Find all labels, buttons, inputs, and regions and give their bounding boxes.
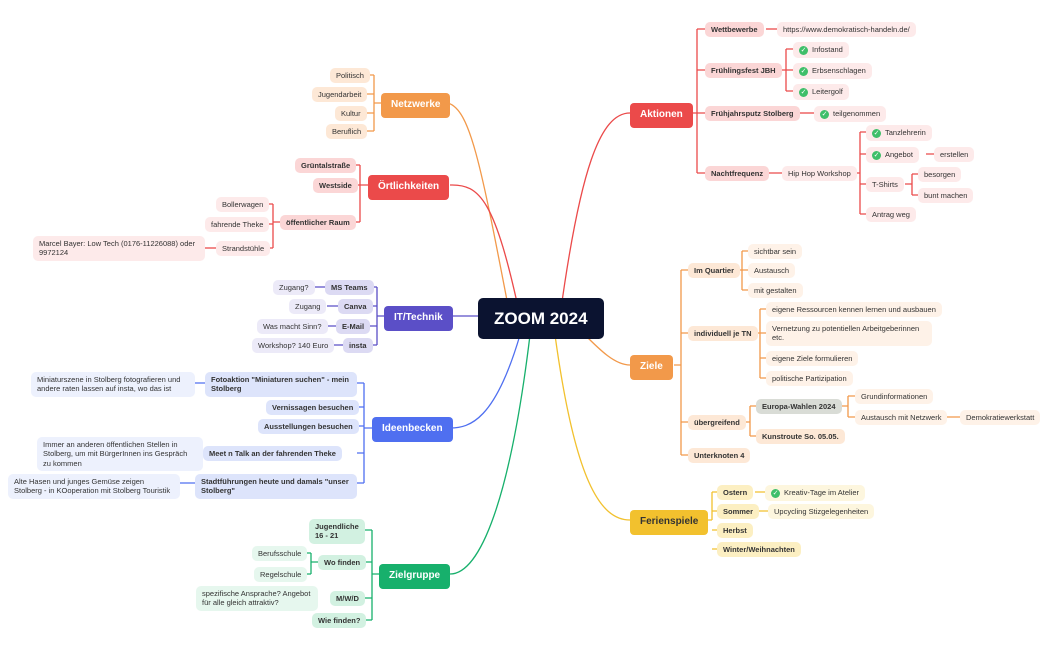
node-winter[interactable]: Winter/Weihnachten	[717, 542, 801, 558]
node-leitergolf[interactable]: ✓ Leitergolf	[793, 84, 849, 100]
node-marcel-bayer[interactable]: Marcel Bayer: Low Tech (0176-11226088) o…	[33, 236, 205, 261]
node-angebot[interactable]: ✓ Angebot	[866, 147, 919, 163]
node-westside[interactable]: Westside	[313, 178, 358, 194]
node-besorgen[interactable]: besorgen	[918, 167, 962, 183]
node-kultur[interactable]: Kultur	[335, 106, 367, 122]
node-ausstellungen[interactable]: Ausstellungen besuchen	[258, 419, 359, 435]
node-herbst[interactable]: Herbst	[717, 523, 753, 539]
node-jugendarbeit[interactable]: Jugendarbeit	[312, 87, 368, 103]
node-ziele[interactable]: Ziele	[630, 355, 673, 380]
check-icon: ✓	[799, 87, 808, 97]
node-erbsenschlagen[interactable]: ✓ Erbsenschlagen	[793, 63, 872, 79]
node-gruentalstrasse[interactable]: Grüntalstraße	[295, 158, 357, 174]
node-eigene-ziele[interactable]: eigene Ziele formulieren	[766, 351, 859, 367]
check-icon: ✓	[872, 128, 881, 138]
node-email[interactable]: E-Mail	[336, 319, 371, 335]
node-tshirts[interactable]: T-Shirts	[866, 177, 904, 193]
node-kreativ-tage[interactable]: ✓ Kreativ-Tage im Atelier	[765, 485, 866, 501]
node-grundinformationen[interactable]: Grundinformationen	[855, 389, 934, 405]
node-erbsenschlagen-label: Erbsenschlagen	[812, 66, 866, 75]
node-infostand[interactable]: ✓ Infostand	[793, 42, 849, 58]
check-icon: ✓	[872, 150, 881, 160]
node-zielgruppe[interactable]: Zielgruppe	[379, 564, 451, 589]
node-wo-finden[interactable]: Wo finden	[318, 555, 367, 571]
node-mit-gestalten[interactable]: mit gestalten	[748, 283, 803, 299]
node-sichtbar-sein[interactable]: sichtbar sein	[748, 244, 803, 260]
node-antrag-weg[interactable]: Antrag weg	[866, 207, 916, 223]
node-austausch-netzwerk[interactable]: Austausch mit Netzwerk	[855, 410, 948, 426]
node-individuell[interactable]: individuell je TN	[688, 326, 758, 342]
node-unterknoten-4[interactable]: Unterknoten 4	[688, 448, 751, 464]
node-ms-teams-note[interactable]: Zugang?	[273, 280, 315, 296]
node-partizipation[interactable]: politische Partizipation	[766, 371, 853, 387]
node-teilgenommen-label: teilgenommen	[833, 109, 881, 118]
node-angebot-label: Angebot	[885, 150, 913, 159]
node-infostand-label: Infostand	[812, 45, 843, 54]
node-bunt-machen[interactable]: bunt machen	[918, 188, 974, 204]
node-stadtfuehrungen[interactable]: Stadtführungen heute und damals "unser S…	[195, 474, 357, 499]
node-stadtfuehrungen-note[interactable]: Alte Hasen und junges Gemüse zeigen Stol…	[8, 474, 180, 499]
node-berufsschule[interactable]: Berufsschule	[252, 546, 308, 562]
node-wettbewerbe-url[interactable]: https://www.demokratisch-handeln.de/	[777, 22, 916, 38]
node-strandstuehle[interactable]: Strandstühle	[216, 241, 271, 257]
node-beruflich[interactable]: Beruflich	[326, 124, 368, 140]
node-canva-note[interactable]: Zugang	[289, 299, 327, 315]
node-europa-wahlen[interactable]: Europa-Wahlen 2024	[756, 399, 842, 415]
node-insta[interactable]: insta	[343, 338, 373, 354]
node-insta-note[interactable]: Workshop? 140 Euro	[252, 338, 335, 354]
node-kunstroute[interactable]: Kunstroute So. 05.05.	[756, 429, 845, 445]
node-meet-note[interactable]: Immer an anderen öffentlichen Stellen in…	[37, 437, 203, 472]
node-upcycling[interactable]: Upcycling Stizgelegenheiten	[768, 504, 875, 520]
node-tanzlehrerin-label: Tanzlehrerin	[885, 128, 926, 137]
node-fahrende-theke[interactable]: fahrende Theke	[205, 217, 270, 233]
node-vernetzung[interactable]: Vernetzung zu potentiellen Arbeitgeberin…	[766, 321, 932, 346]
check-icon: ✓	[820, 109, 829, 119]
node-erstellen[interactable]: erstellen	[934, 147, 975, 163]
node-teilgenommen[interactable]: ✓ teilgenommen	[814, 106, 887, 122]
node-vernissagen[interactable]: Vernissagen besuchen	[266, 400, 360, 416]
node-oeffentlicher-raum[interactable]: öffentlicher Raum	[280, 215, 356, 231]
node-oertlichkeiten[interactable]: Örtlichkeiten	[368, 175, 450, 200]
node-ressourcen[interactable]: eigene Ressourcen kennen lernen und ausb…	[766, 302, 942, 318]
node-tanzlehrerin[interactable]: ✓ Tanzlehrerin	[866, 125, 932, 141]
node-email-note[interactable]: Was macht Sinn?	[257, 319, 328, 335]
node-fotoaktion-note[interactable]: Miniaturszene in Stolberg fotografieren …	[31, 372, 195, 397]
node-wettbewerbe[interactable]: Wettbewerbe	[705, 22, 764, 38]
node-fruehjahrsputz[interactable]: Frühjahrsputz Stolberg	[705, 106, 800, 122]
check-icon: ✓	[799, 66, 808, 76]
node-nachtfrequenz[interactable]: Nachtfrequenz	[705, 166, 770, 182]
node-netzwerke[interactable]: Netzwerke	[381, 93, 451, 118]
node-mwd-note[interactable]: spezifische Ansprache? Angebot für alle …	[196, 586, 318, 611]
node-it-technik[interactable]: IT/Technik	[384, 306, 453, 331]
node-hiphop-workshop[interactable]: Hip Hop Workshop	[782, 166, 857, 182]
node-bollerwagen[interactable]: Bollerwagen	[216, 197, 270, 213]
node-leitergolf-label: Leitergolf	[812, 87, 843, 96]
node-im-quartier[interactable]: Im Quartier	[688, 263, 741, 279]
root-node-title[interactable]: ZOOM 2024	[478, 298, 604, 340]
node-ostern[interactable]: Ostern	[717, 485, 754, 501]
node-austausch[interactable]: Austausch	[748, 263, 796, 279]
node-politisch[interactable]: Politisch	[330, 68, 370, 84]
node-sommer[interactable]: Sommer	[717, 504, 760, 520]
node-jugendliche[interactable]: Jugendliche 16 - 21	[309, 519, 365, 544]
node-ferienspiele[interactable]: Ferienspiele	[630, 510, 709, 535]
node-ms-teams[interactable]: MS Teams	[325, 280, 374, 296]
node-ideenbecken[interactable]: Ideenbecken	[372, 417, 453, 442]
check-icon: ✓	[799, 45, 808, 55]
node-regelschule[interactable]: Regelschule	[254, 567, 308, 583]
node-aktionen[interactable]: Aktionen	[630, 103, 693, 128]
check-icon: ✓	[771, 488, 780, 498]
node-meet-n-talk[interactable]: Meet n Talk an der fahrenden Theke	[203, 446, 342, 462]
node-fotoaktion[interactable]: Fotoaktion "Miniaturen suchen" - mein St…	[205, 372, 357, 397]
node-uebergreifend[interactable]: übergreifend	[688, 415, 746, 431]
node-mwd[interactable]: M/W/D	[330, 591, 365, 607]
node-fruehlingsfest[interactable]: Frühlingsfest JBH	[705, 63, 782, 79]
node-wie-finden[interactable]: Wie finden?	[312, 613, 367, 629]
node-canva[interactable]: Canva	[338, 299, 373, 315]
node-demokratiewerkstatt[interactable]: Demokratiewerkstatt	[960, 410, 1041, 426]
node-kreativ-tage-label: Kreativ-Tage im Atelier	[784, 488, 860, 497]
